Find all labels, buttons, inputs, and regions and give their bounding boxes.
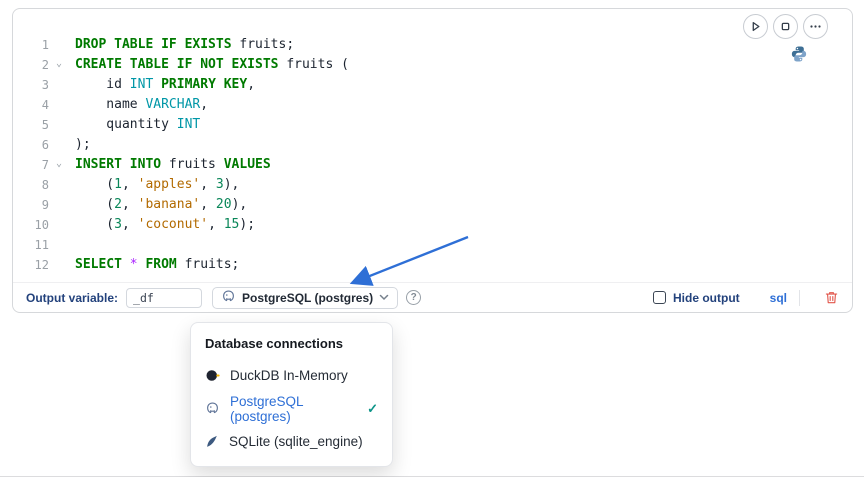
- play-icon: [749, 20, 762, 33]
- postgres-elephant-icon: [205, 401, 220, 416]
- help-icon[interactable]: ?: [406, 290, 422, 305]
- stop-cell-button[interactable]: [773, 14, 798, 39]
- output-variable-label: Output variable:: [26, 290, 119, 305]
- chevron-down-icon: [379, 294, 389, 301]
- code-line: INSERT INTO fruits VALUES: [75, 157, 271, 172]
- line-number: 4: [41, 98, 49, 112]
- trash-icon: [824, 292, 839, 308]
- fold-chevron-icon[interactable]: ⌄: [55, 158, 62, 169]
- delete-cell-button[interactable]: [824, 290, 839, 305]
- line-number: 1: [41, 38, 49, 52]
- code-line: (3, 'coconut', 15);: [75, 217, 256, 232]
- code-editor[interactable]: 1 2⌄ 3 4 5 6 7⌄ 8 9 10 11 12 DROP TABLE IF EXISTS f…: [13, 9, 852, 275]
- hide-output-label: Hide output: [673, 290, 740, 305]
- python-icon: [790, 45, 808, 63]
- connection-option-sqlite[interactable]: SQLite (sqlite_engine): [191, 425, 392, 458]
- line-number: 7⌄: [13, 155, 65, 175]
- stop-icon: [779, 20, 792, 33]
- connection-option-label: DuckDB In-Memory: [230, 368, 348, 383]
- code-line: id INT PRIMARY KEY,: [75, 77, 256, 92]
- run-cell-button[interactable]: [743, 14, 768, 39]
- cell-actions: [743, 14, 828, 39]
- code-area: DROP TABLE IF EXISTS fruits; CREATE TABLE…: [75, 35, 349, 275]
- connection-option-duckdb[interactable]: DuckDB In-Memory: [191, 359, 392, 392]
- connection-option-postgres[interactable]: PostgreSQL (postgres) ✓: [191, 392, 392, 425]
- code-line: quantity INT: [75, 117, 201, 132]
- code-line: SELECT * FROM fruits;: [75, 257, 240, 272]
- line-number: 6: [41, 138, 49, 152]
- menu-title: Database connections: [205, 336, 343, 351]
- connection-option-label: PostgreSQL (postgres): [230, 393, 304, 424]
- postgres-elephant-icon: [221, 289, 236, 307]
- fold-chevron-icon[interactable]: ⌄: [55, 58, 62, 69]
- code-line: CREATE TABLE IF NOT EXISTS fruits (: [75, 57, 349, 72]
- connection-option-label: SQLite (sqlite_engine): [229, 434, 363, 449]
- cell-toolbar: Output variable: PostgreSQL (postgres) ?…: [13, 282, 852, 312]
- line-number: 8: [41, 178, 49, 192]
- code-line: (1, 'apples', 3),: [75, 177, 240, 192]
- ellipsis-icon: [809, 20, 822, 33]
- connection-select[interactable]: PostgreSQL (postgres): [212, 286, 399, 309]
- connection-select-label: PostgreSQL (postgres): [242, 290, 374, 305]
- toolbar-right-group: Hide output sql: [653, 289, 839, 306]
- line-number: 3: [41, 78, 49, 92]
- hide-output-checkbox[interactable]: [653, 291, 666, 304]
- sqlite-feather-icon: [205, 435, 219, 449]
- database-connections-menu: Database connections DuckDB In-Memory Po…: [190, 322, 393, 467]
- code-line: name VARCHAR,: [75, 97, 209, 112]
- code-line: (2, 'banana', 20),: [75, 197, 248, 212]
- line-number: 10: [34, 218, 49, 232]
- line-number-gutter: 1 2⌄ 3 4 5 6 7⌄ 8 9 10 11 12: [13, 35, 65, 275]
- sql-cell: 1 2⌄ 3 4 5 6 7⌄ 8 9 10 11 12 DROP TABLE IF EXISTS f…: [12, 8, 853, 313]
- code-line: [75, 235, 349, 255]
- language-toggle[interactable]: sql: [769, 290, 787, 305]
- line-number: 2⌄: [13, 55, 65, 75]
- duckdb-icon: [205, 368, 220, 383]
- output-variable-input[interactable]: [126, 287, 203, 308]
- line-number: 5: [41, 118, 49, 132]
- code-line: );: [75, 137, 91, 152]
- checkmark-icon: ✓: [367, 400, 378, 416]
- toolbar-divider: [799, 289, 800, 306]
- cell-menu-button[interactable]: [803, 14, 828, 39]
- code-line: DROP TABLE IF EXISTS fruits;: [75, 37, 295, 52]
- line-number: 12: [34, 258, 49, 272]
- line-number: 11: [34, 238, 49, 252]
- line-number: 9: [41, 198, 49, 212]
